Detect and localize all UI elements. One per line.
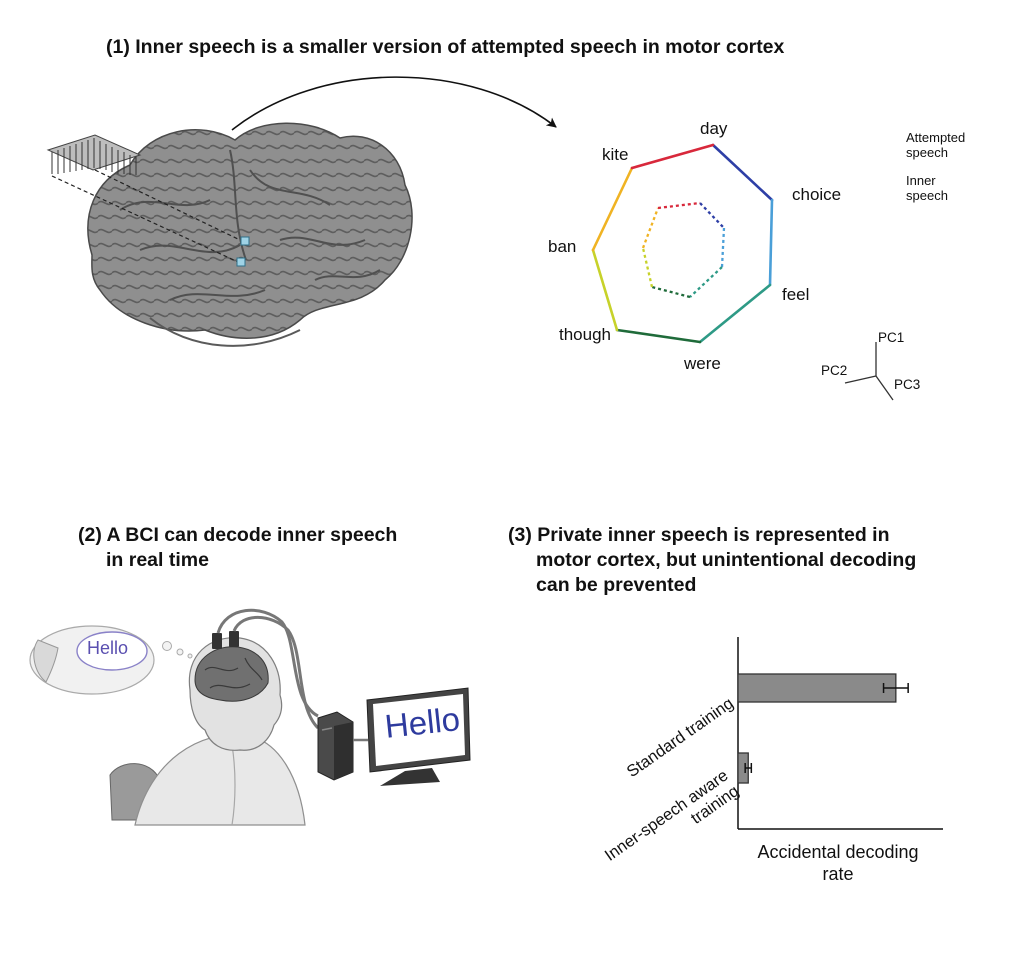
attempted-segment-day bbox=[711, 143, 774, 202]
axis-label-pc2: PC2 bbox=[821, 363, 848, 378]
legend-inner-label: Inner speech bbox=[906, 173, 948, 203]
panel2-title: (2) A BCI can decode inner speech in rea… bbox=[78, 524, 398, 571]
word-label-choice: choice bbox=[792, 185, 842, 204]
electrode-array-icon bbox=[46, 134, 250, 267]
legend-attempted-label: Attempted speech bbox=[906, 130, 966, 160]
word-label-though: though bbox=[559, 325, 611, 344]
bci-cable bbox=[216, 608, 319, 718]
panel3-title: (3) Private inner speech is represented … bbox=[508, 524, 917, 596]
word-label-ban: ban bbox=[548, 237, 577, 256]
bci-user-illustration bbox=[29, 608, 471, 826]
monitor-text: Hello bbox=[383, 700, 462, 745]
thought-bubble-icon bbox=[29, 625, 193, 695]
inner-segment-were bbox=[651, 285, 691, 299]
inner-segment-choice bbox=[720, 227, 726, 268]
word-label-day: day bbox=[700, 119, 728, 138]
brain-illustration bbox=[87, 122, 413, 347]
panel1-title: (1) Inner speech is a smaller version of… bbox=[106, 36, 785, 58]
word-label-kite: kite bbox=[602, 145, 629, 164]
axis-label-pc3: PC3 bbox=[894, 377, 921, 392]
error-bar-0 bbox=[882, 683, 909, 693]
attempted-segment-feel bbox=[698, 283, 772, 344]
legend bbox=[863, 143, 898, 187]
curved-arrow bbox=[231, 76, 557, 131]
thought-bubble-text: Hello bbox=[87, 638, 129, 658]
attempted-segment-kite bbox=[630, 143, 715, 170]
decoding-bar-chart bbox=[737, 637, 943, 830]
brain-icon bbox=[194, 646, 269, 702]
person-body bbox=[134, 733, 306, 826]
inner-segment-though bbox=[641, 247, 654, 288]
pc-axes-icon bbox=[844, 342, 894, 401]
bar-0 bbox=[737, 673, 897, 703]
inner-segment-ban bbox=[641, 207, 660, 249]
error-bar-1 bbox=[744, 763, 753, 773]
attempted-speech-trajectory bbox=[591, 143, 774, 344]
headset-connector-left bbox=[212, 633, 222, 649]
inner-segment-day bbox=[699, 202, 725, 229]
attempted-segment-choice bbox=[768, 198, 774, 287]
word-label-feel: feel bbox=[782, 285, 810, 304]
x-axis-label: Accidental decoding rate bbox=[757, 842, 919, 884]
computer-tower-icon bbox=[317, 711, 354, 781]
attempted-segment-were bbox=[615, 328, 702, 344]
inner-speech-trajectory bbox=[641, 201, 726, 299]
word-label-were: were bbox=[684, 354, 721, 373]
axis-label-pc1: PC1 bbox=[878, 330, 905, 345]
attempted-segment-though bbox=[591, 248, 619, 332]
inner-segment-feel bbox=[689, 266, 723, 298]
monitor-icon bbox=[366, 687, 471, 786]
attempted-segment-ban bbox=[591, 166, 634, 252]
headset-connector-right bbox=[229, 631, 239, 647]
inner-segment-kite bbox=[657, 201, 701, 210]
